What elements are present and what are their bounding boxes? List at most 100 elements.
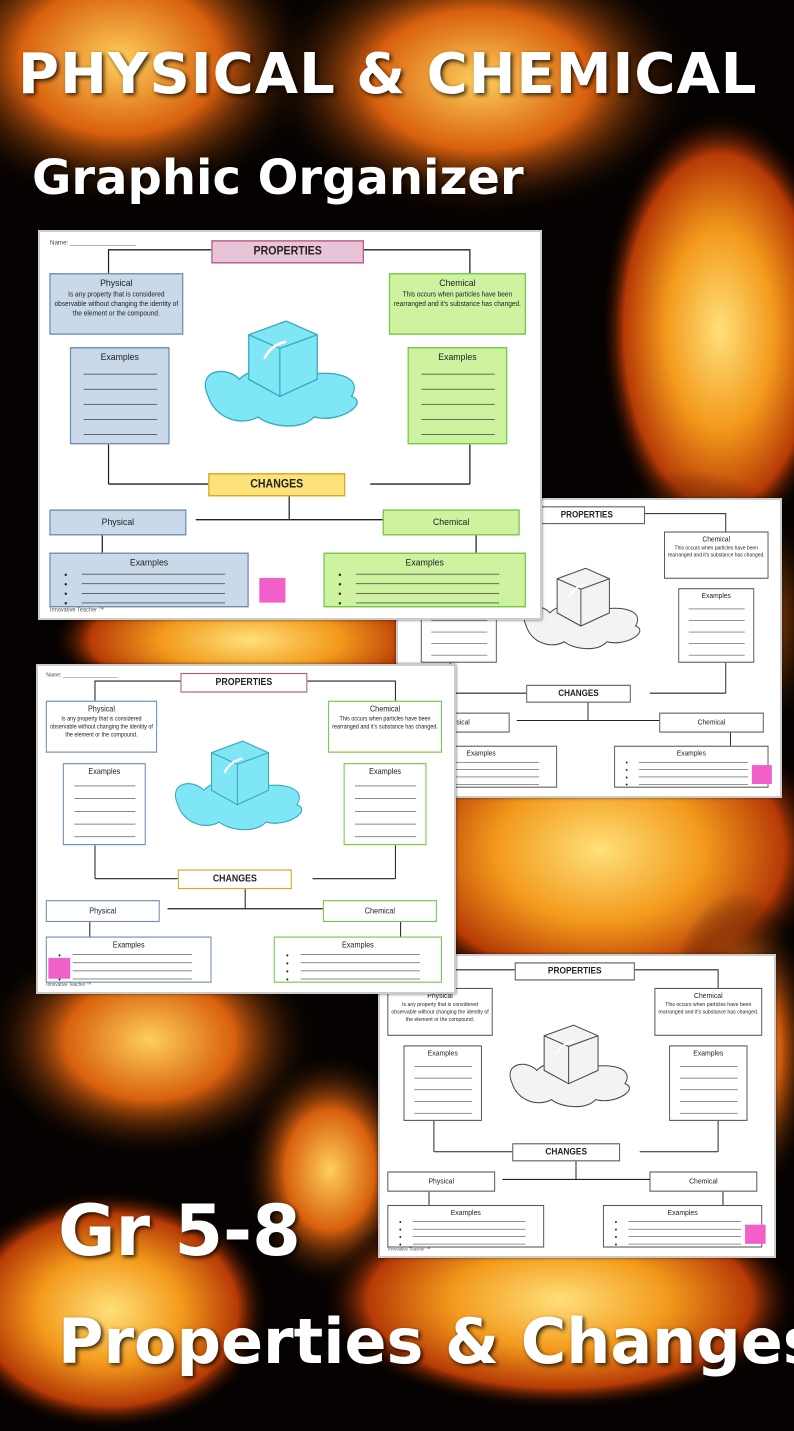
footer-credit: Innovative Teacher ™ <box>46 981 92 988</box>
bullet: • <box>338 569 342 580</box>
rule-line <box>638 769 749 770</box>
rule-line <box>414 1066 473 1067</box>
rule-line <box>83 388 158 390</box>
properties-header: PROPERTIES <box>180 672 308 693</box>
answer-line: • <box>325 596 525 609</box>
bullet: • <box>286 974 289 984</box>
answer-line <box>679 634 753 646</box>
answer-line: • <box>275 965 441 976</box>
answer-line: • <box>51 577 248 590</box>
answer-line <box>422 623 496 635</box>
examples-label: Examples <box>676 748 706 758</box>
answer-line <box>345 789 426 802</box>
changes-header: CHANGES <box>512 1143 621 1162</box>
physical-change-box: Physical <box>387 1171 496 1192</box>
physical-label: Physical <box>101 516 135 528</box>
rule-line <box>628 1243 742 1245</box>
physical-change-examples-box: Examples•••• <box>49 552 249 609</box>
physical-label: Physical <box>444 717 470 727</box>
changes-header: CHANGES <box>526 684 631 703</box>
answer-line: • <box>604 1232 761 1241</box>
bullet: • <box>399 1232 402 1242</box>
rule-line <box>81 573 226 575</box>
chemical-label: Chemical <box>702 534 731 544</box>
rule-line <box>628 1228 742 1230</box>
answer-line: • <box>388 1239 543 1249</box>
answer-line: • <box>325 568 525 580</box>
bullet: • <box>338 597 342 609</box>
answer-line: • <box>47 965 211 976</box>
answer-line: • <box>47 973 211 984</box>
rule-line <box>431 631 488 633</box>
rule-line <box>421 388 495 390</box>
rule-line <box>83 419 158 420</box>
answer-line <box>345 776 426 789</box>
physical-examples-box: Examples <box>403 1045 482 1121</box>
answer-line <box>422 646 496 658</box>
melting-ice-cube-icon <box>523 567 641 650</box>
examples-label: Examples <box>405 556 444 568</box>
rule-line <box>355 785 417 787</box>
answer-line: • <box>51 596 248 609</box>
bullet: • <box>338 578 342 590</box>
connector-lines <box>445 513 731 747</box>
physical-label: Physical <box>427 991 453 1000</box>
chemical-change-box: Chemical <box>382 509 520 536</box>
rule-line <box>72 970 192 972</box>
rule-line <box>429 769 540 770</box>
bullet: • <box>286 966 289 976</box>
rule-line <box>421 403 495 405</box>
rule-line <box>688 654 745 656</box>
worksheet-preview-bw-2: Name: ___________________PROPERTIESPhysi… <box>378 954 776 1258</box>
physical-description: Is any property that is considered obser… <box>391 1001 489 1023</box>
chemical-change-examples-box: Examples•••• <box>273 936 443 984</box>
properties-header: PROPERTIES <box>211 240 364 264</box>
name-field: Name: ___________________ <box>46 671 118 679</box>
rule-line <box>628 1236 742 1237</box>
rule-line <box>421 434 495 435</box>
rule-line <box>429 784 540 785</box>
changes-header: CHANGES <box>208 473 346 497</box>
bullet: • <box>286 958 289 968</box>
rule-line <box>679 1112 738 1114</box>
bullet: • <box>64 578 68 590</box>
chemical-description: This occurs when particles have been rea… <box>667 544 765 559</box>
rule-line <box>81 583 226 585</box>
answer-line <box>679 600 753 612</box>
answer-line <box>405 1092 481 1104</box>
answer-line: • <box>325 577 525 590</box>
rule-line <box>355 602 500 604</box>
rule-line <box>688 643 745 644</box>
properties-header: PROPERTIES <box>514 962 635 981</box>
topic-text: Properties & Changes <box>58 1305 794 1378</box>
rule-line <box>414 1089 473 1091</box>
bullet: • <box>58 950 61 960</box>
headline-text: PHYSICAL & CHEMICAL <box>18 42 758 107</box>
chemical-change-box: Chemical <box>649 1171 758 1192</box>
answer-line <box>64 814 145 827</box>
physical-label: Physical <box>89 905 117 916</box>
rule-line <box>412 1228 526 1230</box>
rule-line <box>421 373 495 375</box>
answer-line <box>670 1092 746 1104</box>
answer-line: • <box>275 973 441 984</box>
bullet: • <box>625 780 628 789</box>
answer-line: • <box>47 957 211 968</box>
bullet: • <box>614 1240 618 1249</box>
answer-line: • <box>615 779 767 789</box>
rule-line <box>83 403 158 405</box>
answer-line <box>64 776 145 789</box>
examples-label: Examples <box>438 351 477 363</box>
rule-line <box>429 776 540 778</box>
chemical-change-box: Chemical <box>322 900 437 923</box>
rule-line <box>431 643 488 644</box>
rule-line <box>74 823 136 825</box>
chemical-change-box: Chemical <box>659 712 764 733</box>
melting-ice-cube-icon <box>509 1024 630 1108</box>
answer-line <box>422 611 496 623</box>
chemical-change-examples-box: Examples•••• <box>323 552 526 609</box>
rule-line <box>638 776 749 778</box>
bullet: • <box>58 974 61 984</box>
